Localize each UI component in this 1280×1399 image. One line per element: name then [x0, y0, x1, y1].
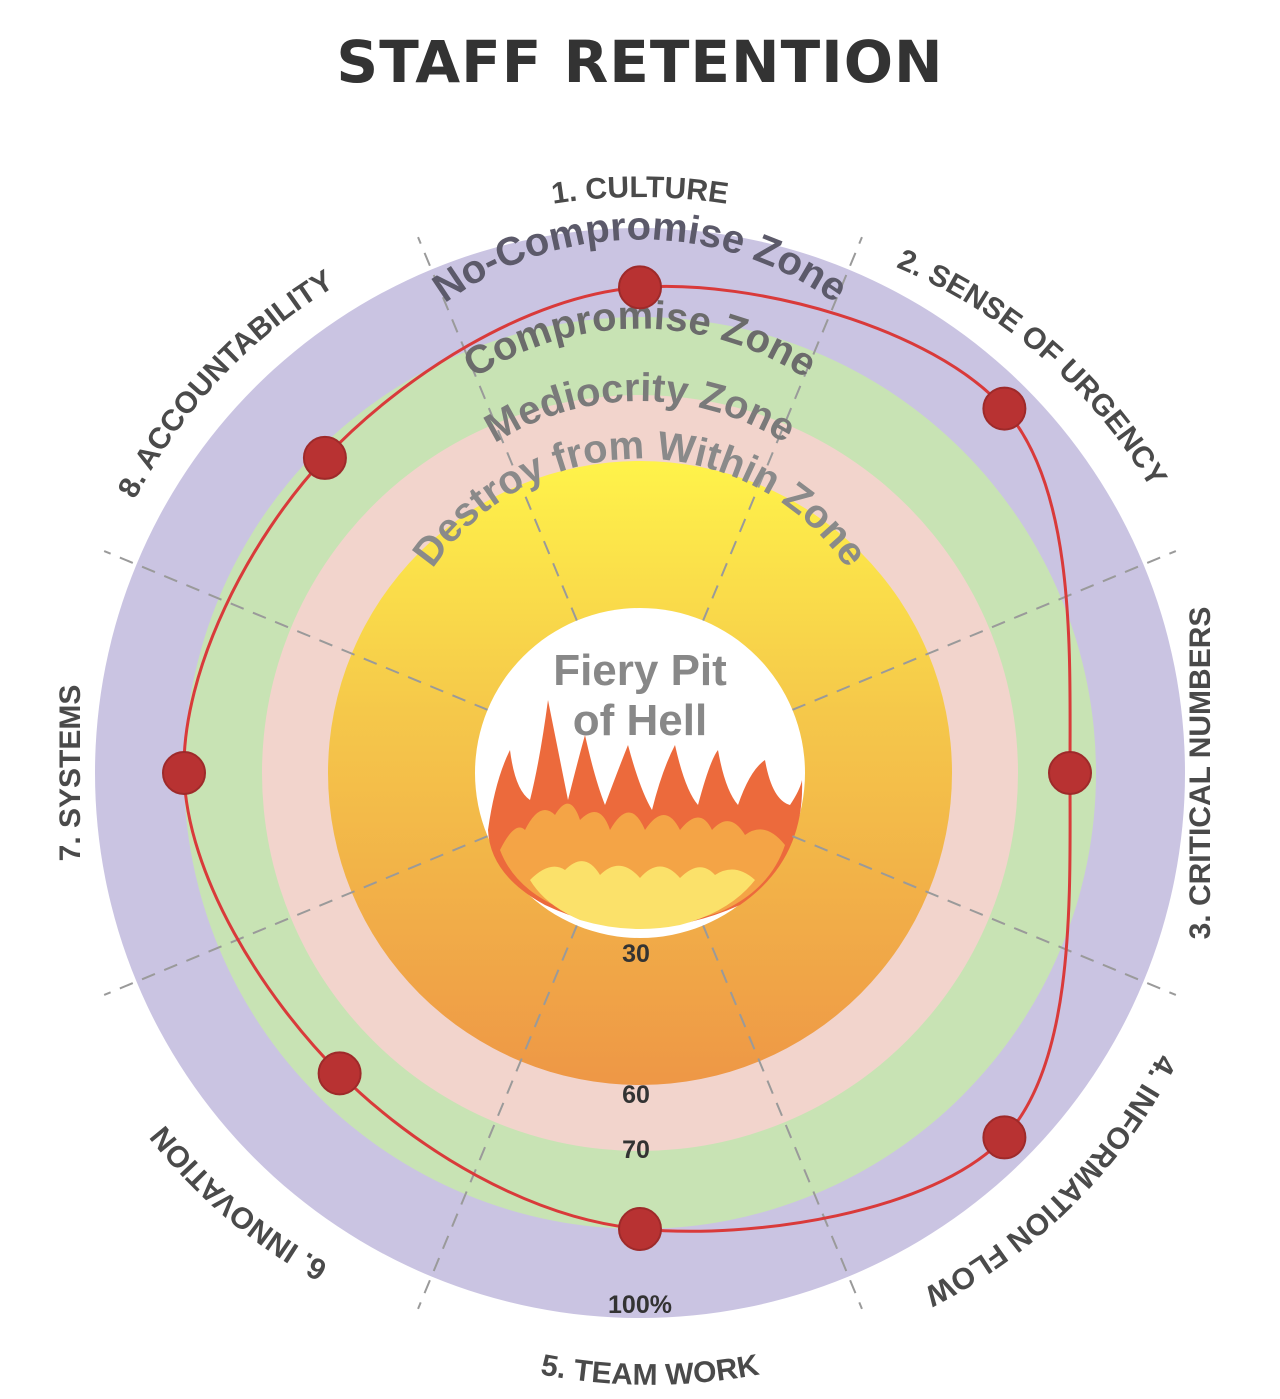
fire-icon: [488, 700, 803, 929]
category-label-team-work: 5. TEAM WORK: [539, 1349, 762, 1392]
data-point-7: [162, 751, 206, 795]
data-point-4: [982, 1115, 1027, 1160]
spoke-line: [417, 236, 578, 621]
tick-label-30: 30: [622, 940, 650, 968]
spoke-line: [792, 835, 1177, 996]
center-label-line-2: of Hell: [573, 696, 707, 745]
data-point-5: [618, 1207, 662, 1251]
center-label-line-1: Fiery Pit: [553, 646, 727, 695]
data-point-2: [982, 386, 1027, 431]
page-title: STAFF RETENTION: [336, 28, 944, 96]
spoke-line: [417, 925, 578, 1310]
spoke-line: [702, 925, 863, 1310]
center-labels: Fiery Pit of Hell: [553, 646, 727, 745]
tick-label-70: 70: [622, 1136, 650, 1164]
data-point-markers: [162, 265, 1092, 1251]
data-point-6: [317, 1051, 362, 1096]
category-label-critical-numbers: 3. CRITICAL NUMBERS: [1184, 607, 1217, 940]
data-point-3: [1048, 751, 1092, 795]
spoke-line: [103, 835, 488, 996]
spoke-line: [702, 236, 863, 621]
category-label-systems: 7. SYSTEMS: [54, 685, 87, 862]
tick-label-100: 100%: [608, 1291, 672, 1319]
data-point-1: [618, 265, 662, 310]
category-label-culture: 1. CULTURE: [549, 171, 730, 211]
tick-label-60: 60: [622, 1081, 650, 1109]
spoke-lines: [103, 236, 1177, 1310]
spoke-line: [103, 550, 488, 711]
data-point-8: [302, 435, 347, 480]
spoke-line: [792, 550, 1177, 711]
